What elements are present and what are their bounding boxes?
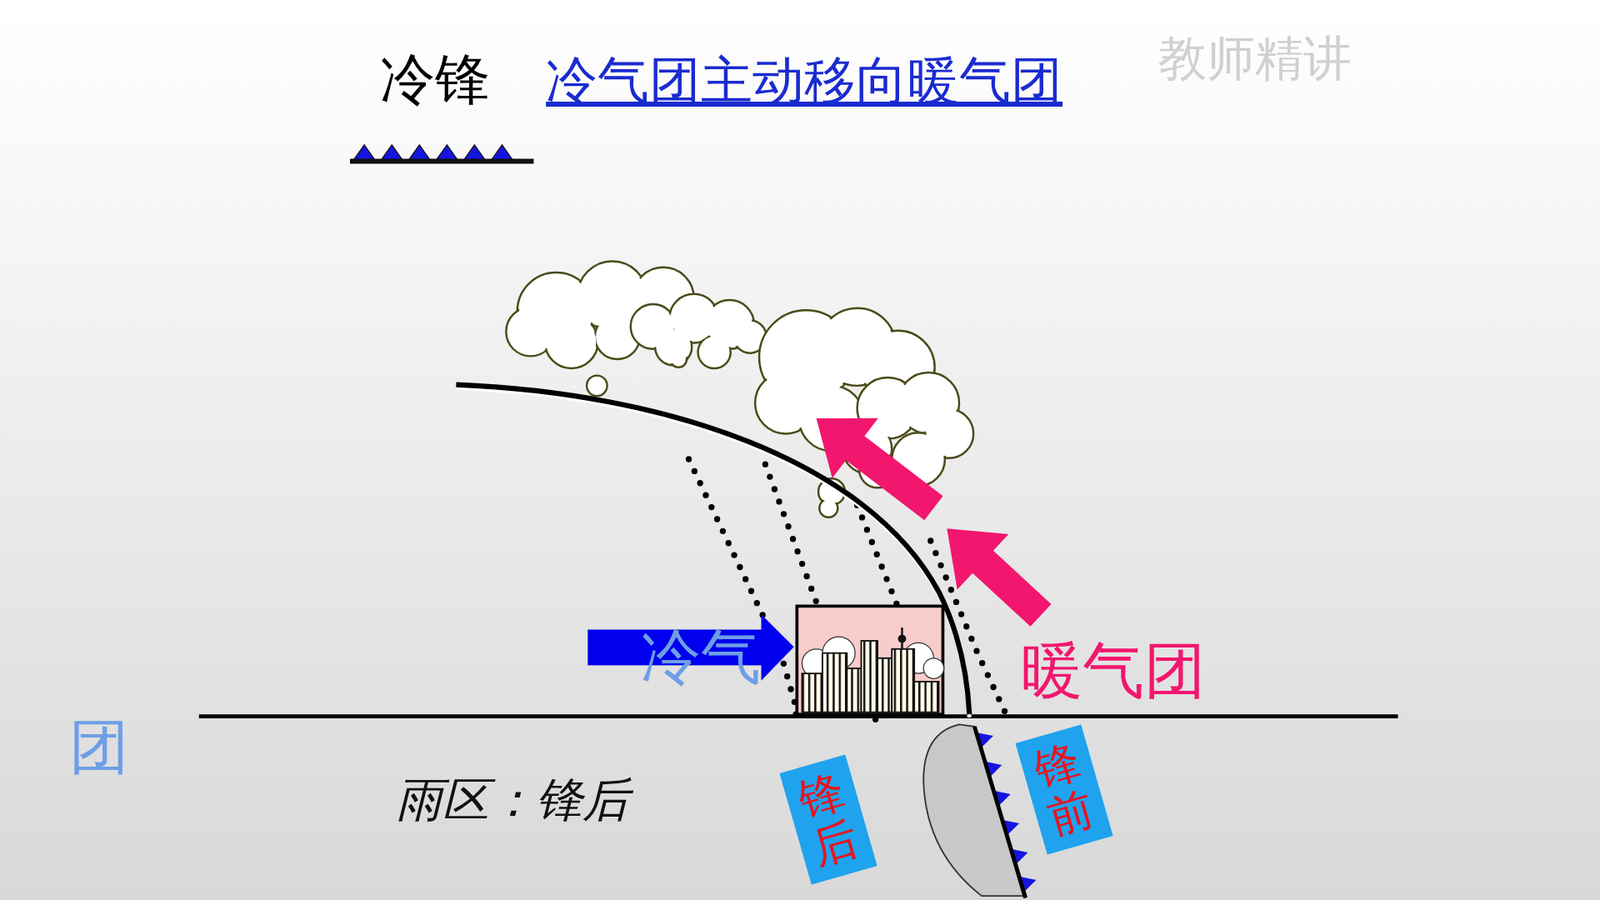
air-mass-label: 团	[69, 712, 130, 782]
front-highlight	[455, 387, 970, 718]
title: 冷锋	[380, 48, 490, 112]
rain-zone-note: 雨区：锋后	[395, 773, 630, 827]
front-triangle	[491, 145, 512, 160]
front-side-label: 锋前	[1029, 735, 1100, 844]
front-surface	[455, 385, 970, 715]
subtitle: 冷气团主动移向暖气团	[545, 50, 1063, 110]
front-side-label: 锋后	[793, 765, 865, 874]
front-triangle	[409, 145, 430, 160]
front-side-box: 锋前	[1015, 725, 1114, 855]
cloud	[586, 375, 607, 396]
front-triangle	[436, 145, 457, 160]
warm-air-arrow	[946, 528, 1051, 627]
front-side-box: 锋后	[780, 754, 878, 885]
air-mass-label: 暖气团	[1020, 635, 1206, 706]
watermark: 教师精讲	[1158, 30, 1352, 87]
cloud	[505, 260, 694, 369]
cloud	[630, 294, 767, 369]
front-triangle	[464, 145, 485, 160]
air-mass-label: 冷气	[640, 622, 761, 692]
warm-air-arrows	[816, 418, 1052, 627]
warm-air-arrow	[816, 418, 944, 521]
front-triangle	[381, 145, 402, 160]
front-triangle	[354, 145, 375, 160]
city-icon	[796, 605, 944, 715]
cold-front-symbol	[350, 145, 534, 162]
